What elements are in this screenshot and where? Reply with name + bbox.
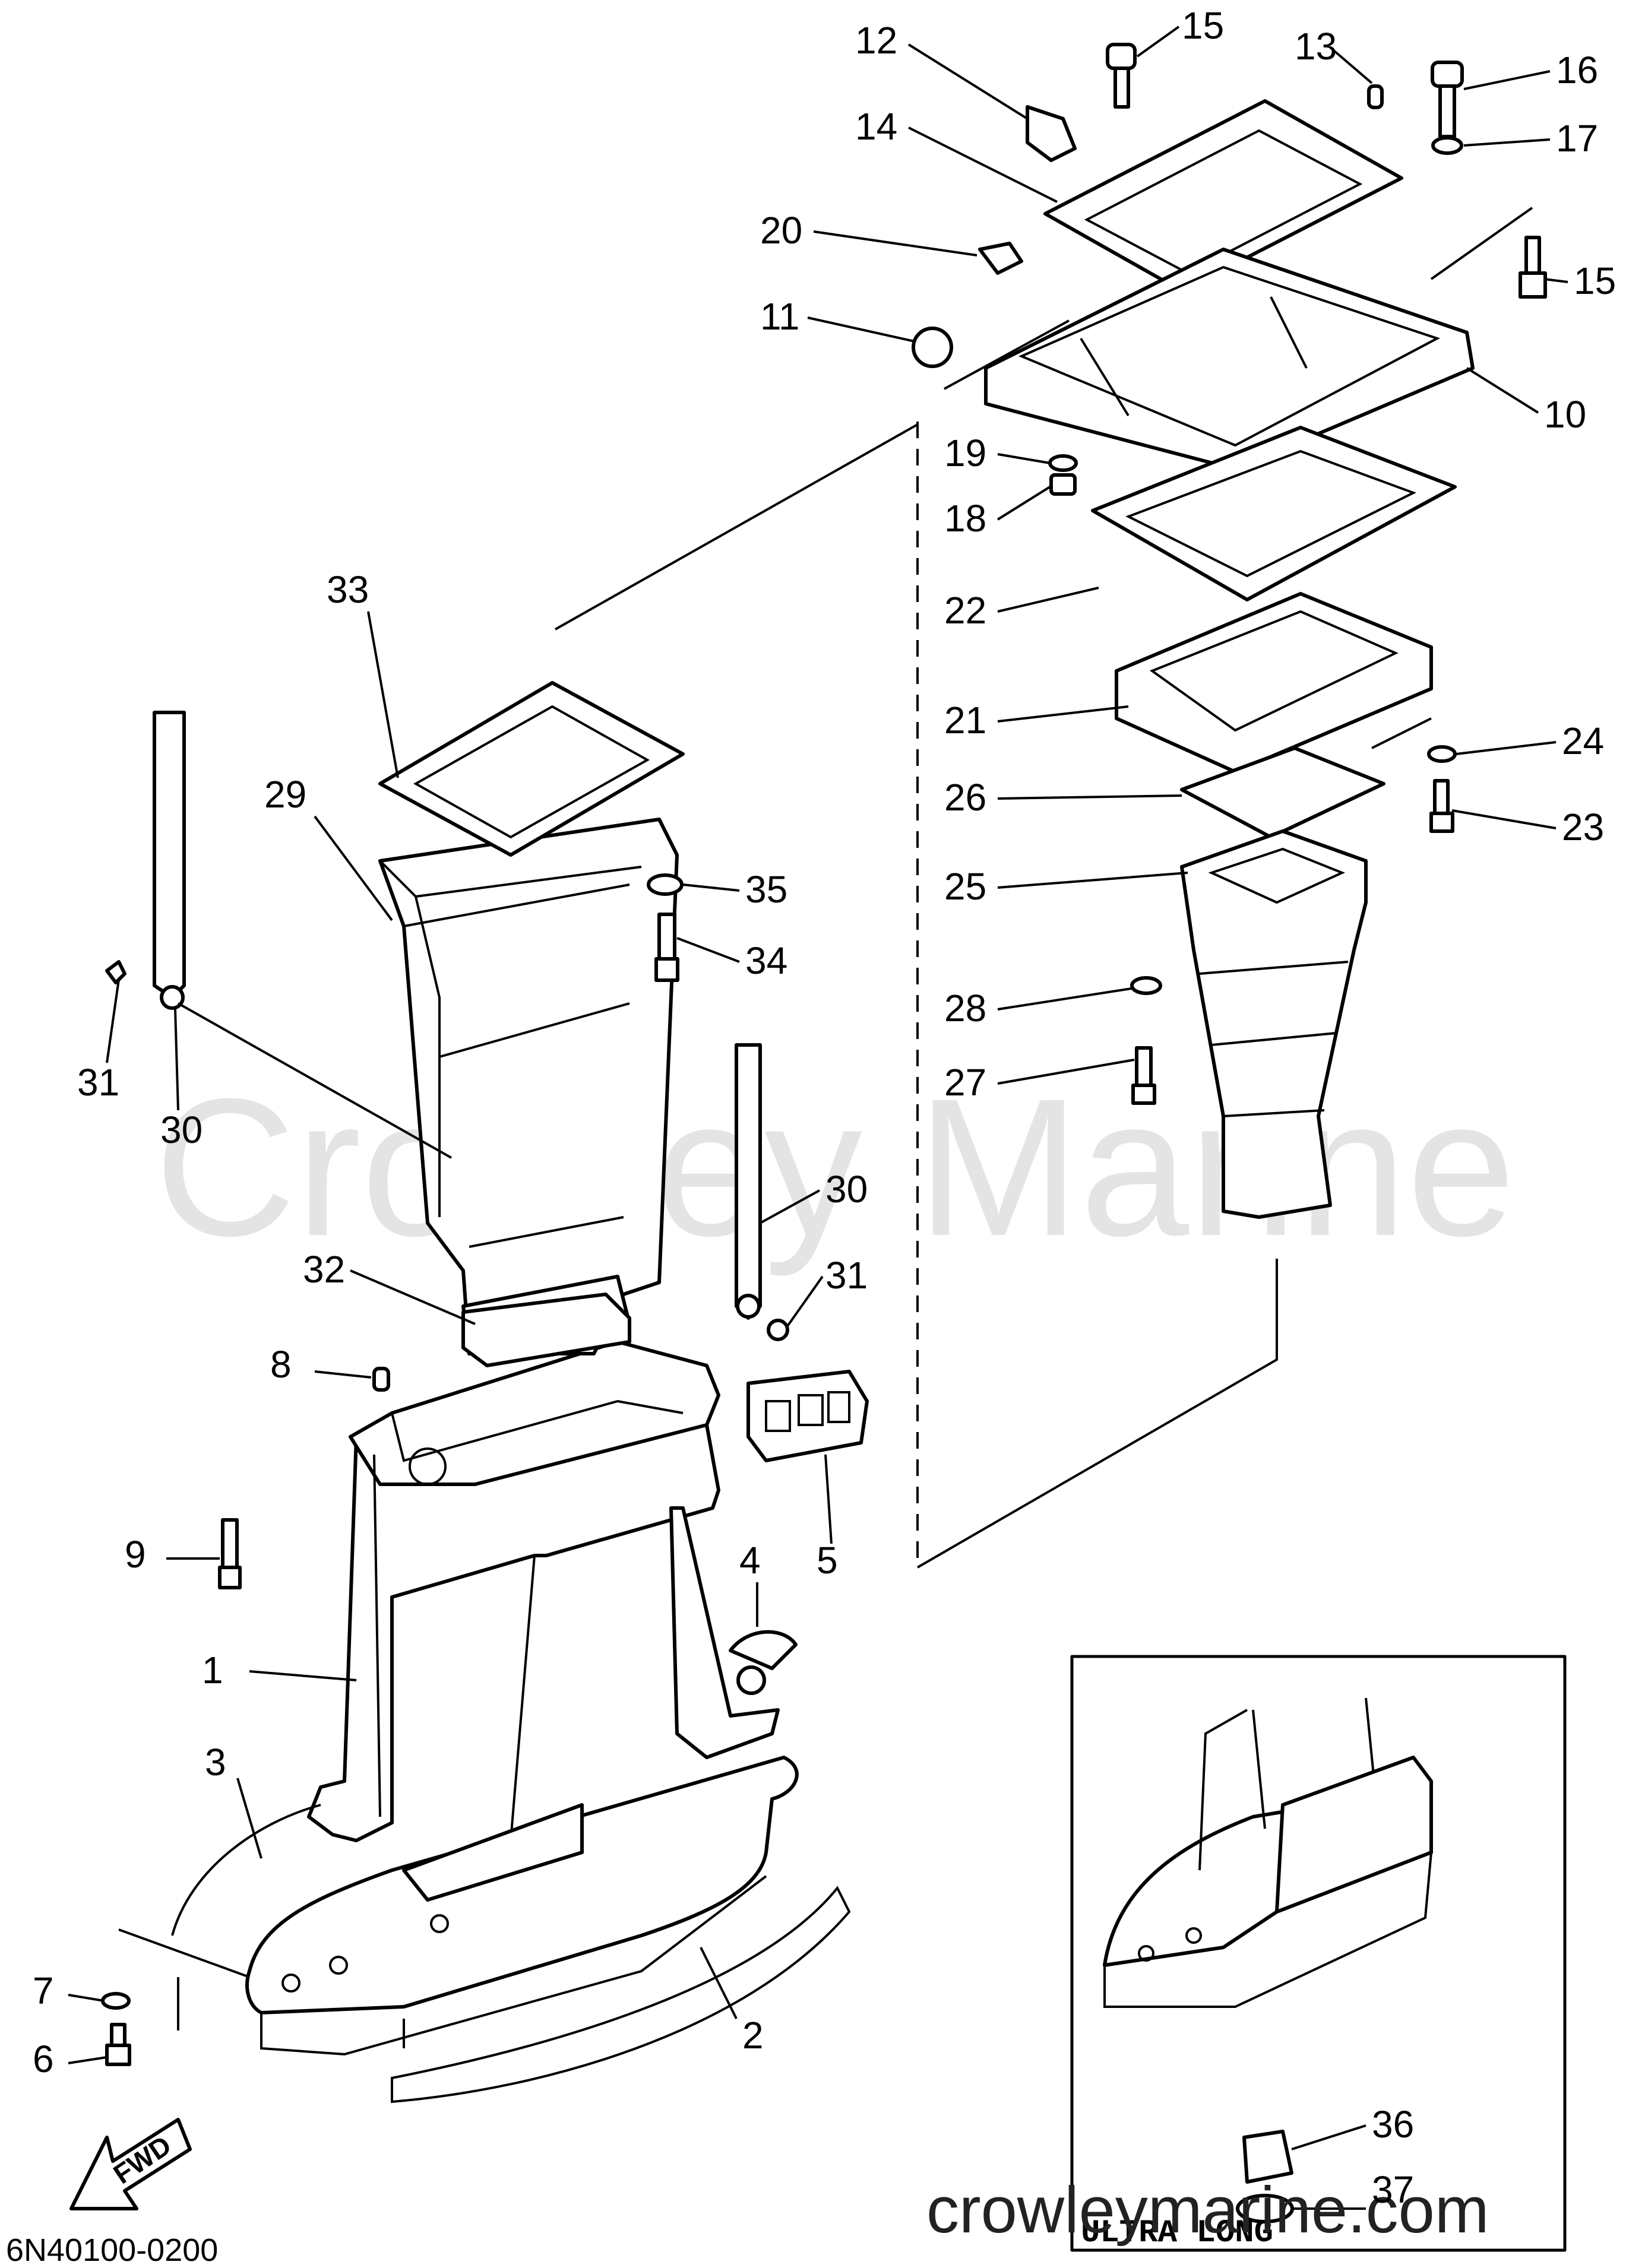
callout-29: 29 [264,773,306,816]
bolt-16 [1438,81,1456,138]
washer-24 [1427,745,1457,763]
gasket-33 [378,681,685,857]
callout-32: 32 [303,1248,345,1291]
washer-19 [1048,454,1078,472]
callout-23: 23 [1562,806,1604,848]
watermark-url: crowleymarine.com [926,2174,1489,2247]
callout-15-right: 15 [1574,259,1616,302]
anti-cavitation-plate [245,1756,799,2056]
damper-strip-30-left [153,711,186,999]
callout-35: 35 [745,868,787,911]
gasket-26 [1180,746,1385,839]
grommet-11 [912,327,953,368]
washer-17 [1431,136,1463,155]
callout-24: 24 [1562,720,1604,762]
callout-15-top: 15 [1182,4,1224,47]
callout-10: 10 [1544,393,1586,436]
callout-30-left: 30 [160,1108,203,1151]
diagram-code: 6N40100-0200 [6,2232,218,2268]
rubber-seal-5 [746,1370,869,1462]
exhaust-guide-10 [984,248,1475,471]
callout-27: 27 [944,1061,986,1104]
ultra-long-inset: ULTRA LONG [1070,1655,1567,2252]
nut-18 [1049,473,1077,496]
washer-7 [101,1992,131,2010]
plug-4 [729,1630,798,1670]
callout-33: 33 [327,568,369,611]
callout-31-right: 31 [825,1254,868,1297]
callout-30-right: 30 [825,1168,868,1211]
gasket-22 [1091,426,1457,601]
callout-36: 36 [1372,2103,1414,2146]
fwd-arrow: FWD [69,2118,192,2210]
callout-1: 1 [202,1649,223,1692]
callout-7: 7 [33,1969,54,2012]
upper-casing [307,1340,780,1842]
exhaust-tube-25 [1180,829,1368,1219]
callout-18: 18 [944,497,986,540]
callout-3: 3 [205,1741,226,1784]
leader-lines [68,26,1568,2064]
callout-6: 6 [33,2038,54,2080]
callout-21: 21 [944,699,986,742]
bolt-15-top [1113,64,1130,109]
bolt-23 [1433,779,1450,818]
callout-13: 13 [1295,25,1337,68]
callout-26: 26 [944,776,986,819]
callout-2: 2 [742,2014,764,2057]
callout-20: 20 [760,209,802,252]
gasket-32 [461,1293,631,1367]
callout-5: 5 [817,1539,838,1582]
washer-35 [647,873,684,896]
bolt-27 [1135,1046,1153,1091]
callout-11: 11 [760,295,799,338]
callout-17: 17 [1556,117,1598,160]
gasket-14 [1043,99,1403,293]
lower-strip [391,1886,851,2104]
callout-4: 4 [739,1539,761,1582]
callout-37: 37 [1372,2168,1414,2211]
grommet-36 [1242,2130,1293,2184]
pin-13 [1367,84,1384,109]
washer-28 [1130,976,1162,995]
callout-28: 28 [944,987,986,1030]
damper-strip-30-right [735,1043,762,1320]
dowel-8 [372,1367,390,1392]
callout-31-left: 31 [77,1061,119,1104]
callout-9: 9 [125,1533,146,1576]
callout-8: 8 [270,1343,292,1386]
callout-12: 12 [855,19,897,62]
svg-text:ULTRA LONG: ULTRA LONG [1081,2215,1273,2251]
fitting-20 [978,242,1023,275]
callout-22: 22 [944,589,986,632]
callout-34: 34 [745,939,787,982]
callout-25: 25 [944,865,986,908]
grommet-12 [1026,105,1077,162]
callout-labels: 1 2 3 4 5 6 7 8 9 10 11 12 13 14 15 15 1… [33,4,1616,2211]
callout-14: 14 [855,105,897,148]
plate-21 [1115,592,1433,774]
callout-16: 16 [1556,49,1598,91]
callout-19: 19 [944,432,986,474]
